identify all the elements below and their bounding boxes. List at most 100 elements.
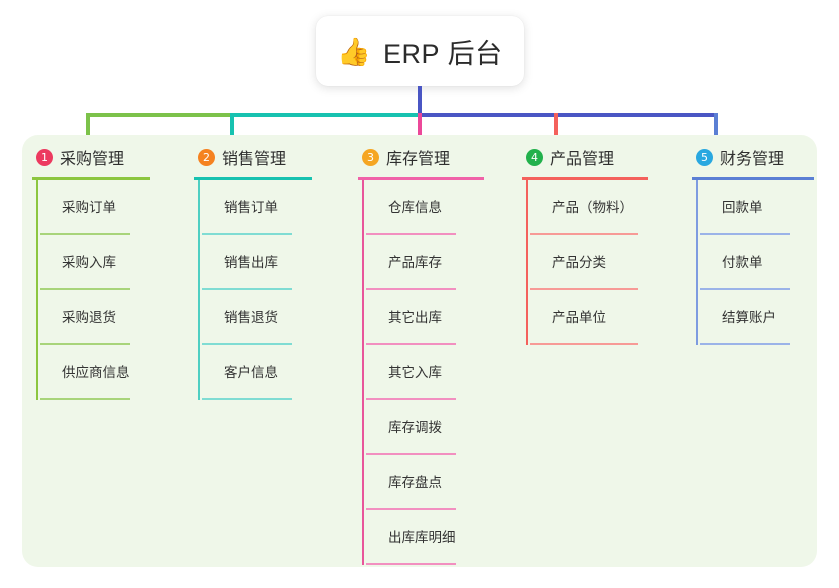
list-item-underline bbox=[40, 398, 130, 400]
connector-bus-left bbox=[86, 113, 232, 117]
column-purchasing: 1 采购管理采购订单采购入库采购退货供应商信息 bbox=[26, 144, 176, 400]
column-product: 4 产品管理产品（物料） 产品分类产品单位 bbox=[516, 144, 686, 345]
list-item[interactable]: 仓库信息 bbox=[356, 180, 512, 235]
connector-drop-3 bbox=[418, 113, 422, 148]
list-item[interactable]: 结算账户 bbox=[690, 290, 836, 345]
column-underline bbox=[32, 177, 150, 180]
column-item-list: 产品（物料） 产品分类产品单位 bbox=[516, 180, 686, 345]
list-item-label: 产品分类 bbox=[552, 255, 606, 270]
list-item-underline bbox=[366, 398, 456, 400]
list-item-underline bbox=[40, 288, 130, 290]
list-item[interactable]: 回款单 bbox=[690, 180, 836, 235]
list-item-label: 客户信息 bbox=[224, 365, 278, 380]
list-item[interactable]: 库存调拨 bbox=[356, 400, 512, 455]
list-item-underline bbox=[366, 508, 456, 510]
list-item-underline bbox=[202, 343, 292, 345]
list-item-underline bbox=[700, 288, 790, 290]
list-item-label: 其它入库 bbox=[388, 365, 442, 380]
connector-stem bbox=[418, 86, 422, 115]
column-title: 销售管理 bbox=[222, 151, 287, 168]
list-item-underline bbox=[366, 288, 456, 290]
list-item-underline bbox=[202, 288, 292, 290]
list-item[interactable]: 其它出库 bbox=[356, 290, 512, 345]
column-spine bbox=[198, 180, 200, 400]
list-item-underline bbox=[40, 233, 130, 235]
list-item-label: 库存盘点 bbox=[388, 475, 442, 490]
list-item-underline bbox=[530, 233, 638, 235]
list-item-underline bbox=[202, 398, 292, 400]
column-underline bbox=[358, 177, 484, 180]
column-title: 财务管理 bbox=[720, 151, 785, 168]
root-node-title: ERP 后台 bbox=[383, 38, 503, 69]
list-item-label: 产品（物料） bbox=[552, 200, 633, 215]
column-spine bbox=[696, 180, 698, 345]
list-item-label: 供应商信息 bbox=[62, 365, 130, 380]
connector-drop-5 bbox=[714, 113, 718, 148]
column-underline bbox=[692, 177, 814, 180]
list-item[interactable]: 采购入库 bbox=[30, 235, 176, 290]
list-item-label: 采购入库 bbox=[62, 255, 116, 270]
list-item[interactable]: 出库库明细 bbox=[356, 510, 512, 565]
list-item[interactable]: 产品（物料） bbox=[520, 180, 686, 235]
column-underline bbox=[522, 177, 648, 180]
list-item-underline bbox=[700, 343, 790, 345]
column-title: 采购管理 bbox=[60, 151, 125, 168]
list-item[interactable]: 客户信息 bbox=[192, 345, 338, 400]
list-item-underline bbox=[366, 343, 456, 345]
list-item-underline bbox=[366, 563, 456, 565]
column-number-badge: 4 bbox=[526, 148, 543, 166]
list-item[interactable]: 采购订单 bbox=[30, 180, 176, 235]
column-header[interactable]: 1 采购管理 bbox=[26, 144, 176, 170]
column-inventory: 3 库存管理仓库信息产品库存其它出库其它入库库存调拨库存盘点出库库明细 bbox=[352, 144, 512, 565]
list-item-underline bbox=[366, 233, 456, 235]
column-item-list: 仓库信息产品库存其它出库其它入库库存调拨库存盘点出库库明细 bbox=[352, 180, 512, 565]
column-underline bbox=[194, 177, 312, 180]
list-item[interactable]: 产品分类 bbox=[520, 235, 686, 290]
column-title: 产品管理 bbox=[550, 151, 615, 168]
connector-bus-mid bbox=[230, 113, 420, 117]
list-item[interactable]: 其它入库 bbox=[356, 345, 512, 400]
list-item-label: 库存调拨 bbox=[388, 420, 442, 435]
list-item-label: 销售退货 bbox=[224, 310, 278, 325]
list-item[interactable]: 销售出库 bbox=[192, 235, 338, 290]
list-item-label: 付款单 bbox=[722, 255, 763, 270]
diagram-panel bbox=[22, 135, 817, 567]
column-spine bbox=[36, 180, 38, 400]
list-item-label: 其它出库 bbox=[388, 310, 442, 325]
list-item[interactable]: 产品单位 bbox=[520, 290, 686, 345]
list-item-underline bbox=[530, 288, 638, 290]
column-item-list: 回款单付款单结算账户 bbox=[686, 180, 836, 345]
column-header[interactable]: 4 产品管理 bbox=[516, 144, 686, 170]
list-item-underline bbox=[700, 233, 790, 235]
list-item[interactable]: 库存盘点 bbox=[356, 455, 512, 510]
connector-bus-right bbox=[418, 113, 718, 117]
list-item[interactable]: 付款单 bbox=[690, 235, 836, 290]
list-item[interactable]: 供应商信息 bbox=[30, 345, 176, 400]
root-node-card[interactable]: 👍 ERP 后台 bbox=[316, 16, 524, 86]
list-item[interactable]: 采购退货 bbox=[30, 290, 176, 345]
list-item-label: 结算账户 bbox=[722, 310, 776, 325]
column-title: 库存管理 bbox=[386, 151, 451, 168]
list-item[interactable]: 销售退货 bbox=[192, 290, 338, 345]
list-item[interactable]: 销售订单 bbox=[192, 180, 338, 235]
thumbs-up-icon: 👍 bbox=[337, 36, 372, 67]
connector-drop-4 bbox=[554, 113, 558, 148]
column-spine bbox=[526, 180, 528, 345]
list-item-label: 产品单位 bbox=[552, 310, 606, 325]
list-item-label: 销售出库 bbox=[224, 255, 278, 270]
column-spine bbox=[362, 180, 364, 565]
column-item-list: 采购订单采购入库采购退货供应商信息 bbox=[26, 180, 176, 400]
list-item-underline bbox=[202, 233, 292, 235]
list-item[interactable]: 产品库存 bbox=[356, 235, 512, 290]
column-header[interactable]: 3 库存管理 bbox=[352, 144, 512, 170]
list-item-label: 出库库明细 bbox=[388, 530, 456, 545]
column-number-badge: 3 bbox=[362, 148, 379, 166]
column-number-badge: 1 bbox=[36, 148, 53, 166]
list-item-label: 销售订单 bbox=[224, 200, 278, 215]
list-item-label: 仓库信息 bbox=[388, 200, 442, 215]
list-item-underline bbox=[530, 343, 638, 345]
